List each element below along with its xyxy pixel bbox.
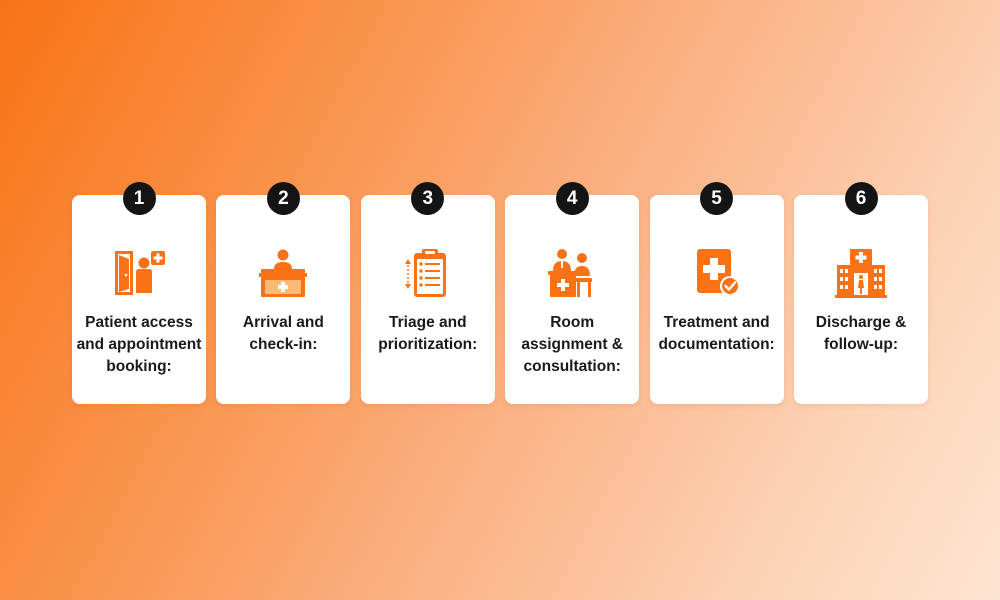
step-card: Treatment and documentation: [649,195,784,404]
door-patient-icon [111,245,167,301]
step-6: 6 [794,182,928,406]
step-label: Room assignment & consultation: [521,314,623,375]
step-label: Patient access and appointment booking: [76,314,202,375]
step-2: 2 Arrival and check-in: [216,182,351,406]
step-number-badge: 4 [555,182,589,215]
step-card: Room assignment & consultation: [505,195,640,404]
step-5: 5 Treatment and documentation: [649,182,784,406]
process-steps: 1 Patient access and appoint [72,182,928,406]
step-label: Treatment and documentation: [658,314,775,353]
step-card: Triage and prioritization: [360,195,495,404]
step-card: Arrival and check-in: [216,195,351,404]
step-label: Arrival and check-in: [242,314,324,353]
hospital-building-icon [833,245,889,301]
step-label: Triage and prioritization: [378,314,478,353]
step-number-badge: 2 [266,182,300,215]
step-label: Discharge & follow-up: [815,314,907,353]
step-4: 4 [505,182,640,406]
step-number-badge: 5 [700,182,734,215]
step-card: Discharge & follow-up: [794,195,928,404]
step-3: 3 [360,182,495,406]
step-number-badge: 3 [411,182,445,215]
step-1: 1 Patient access and appoint [72,182,206,406]
clipboard-checklist-icon [400,245,456,301]
step-number-badge: 6 [844,182,878,215]
step-number-badge: 1 [122,182,156,215]
step-card: Patient access and appointment booking: [72,195,206,404]
reception-desk-icon [255,245,311,301]
doctor-consultation-icon [544,245,600,301]
medical-document-icon [689,245,745,301]
